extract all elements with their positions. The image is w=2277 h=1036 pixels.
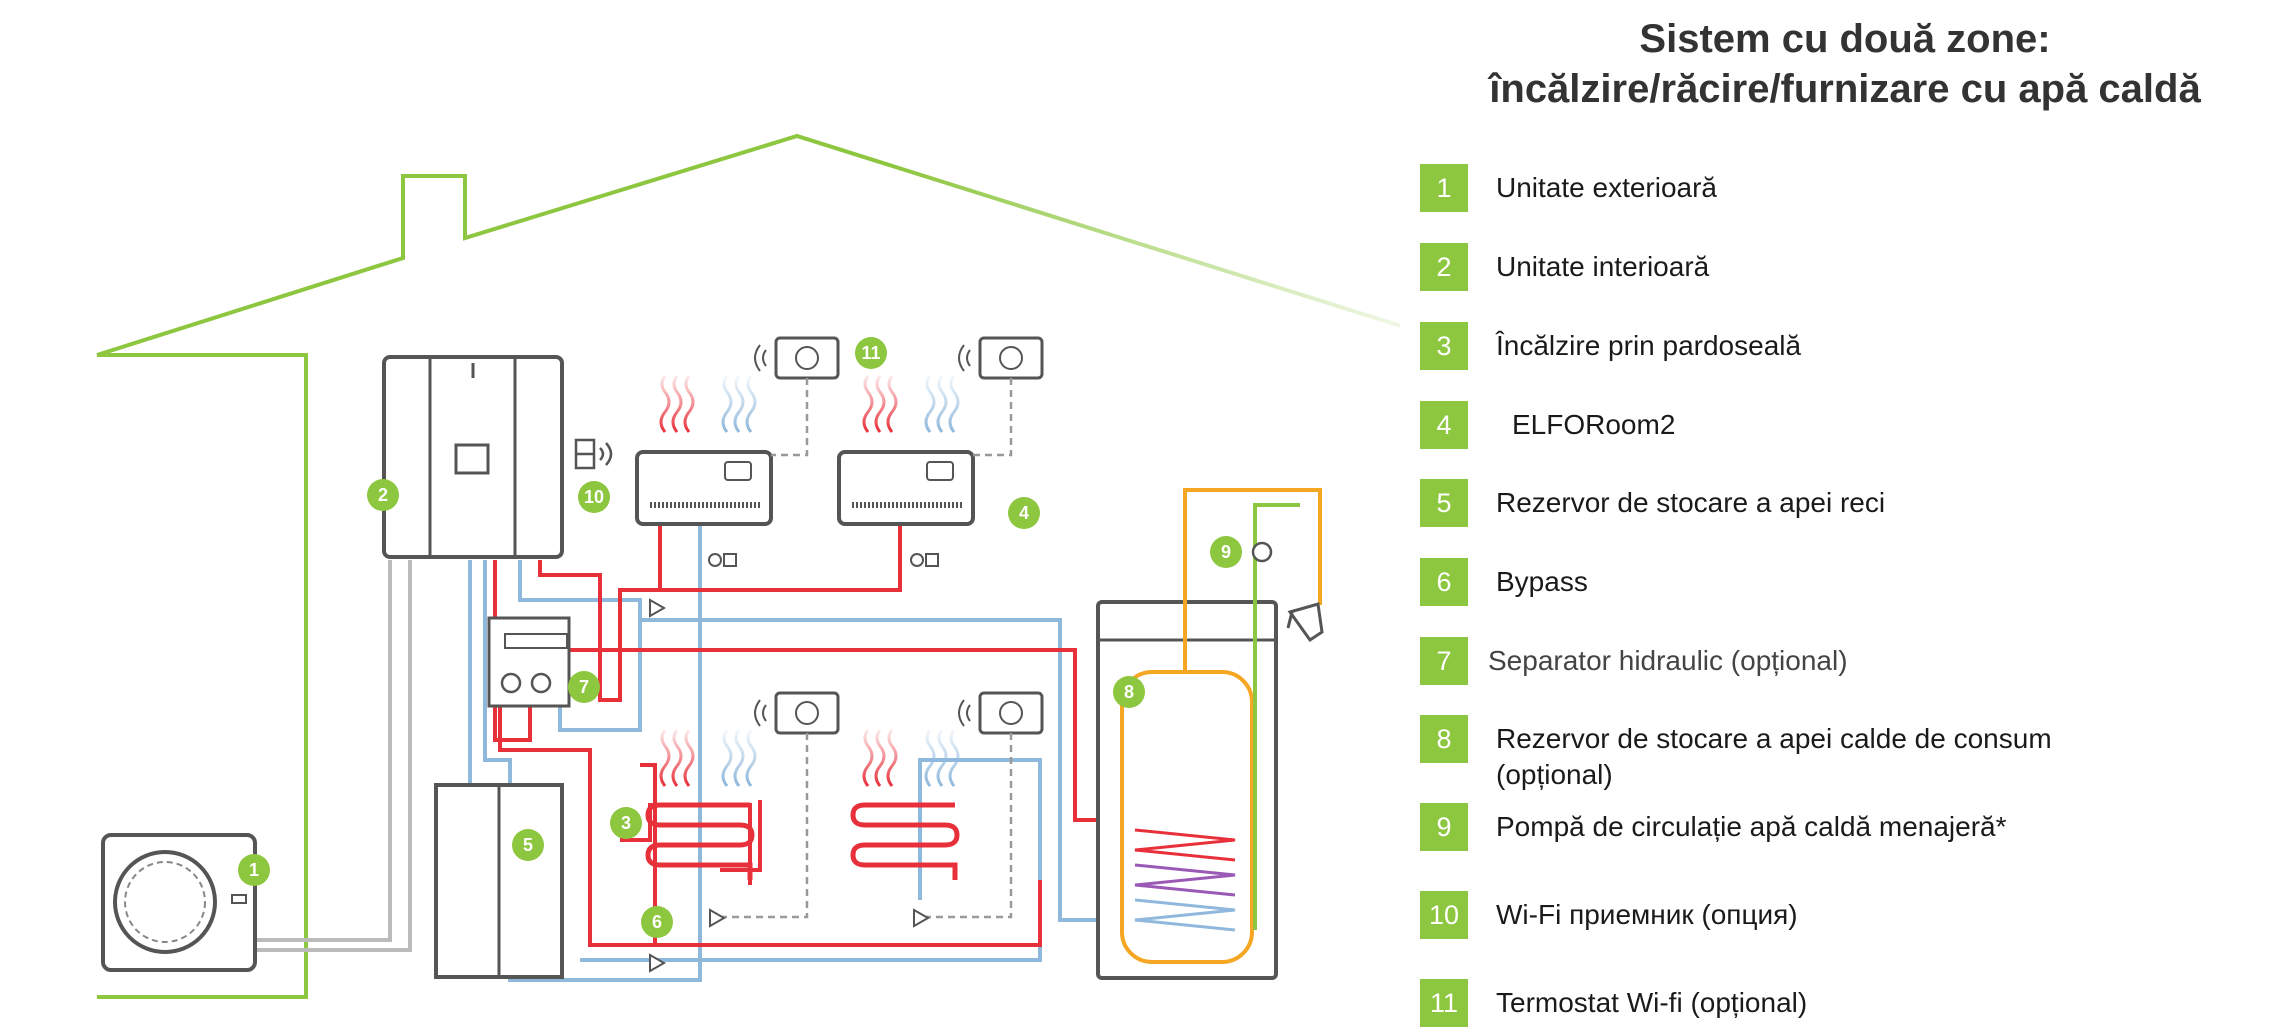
page-title: Sistem cu două zone: încălzire/răcire/fu… <box>1430 14 2260 114</box>
heat-cool-waves <box>659 375 960 787</box>
legend-item-1: 1 Unitate exterioară <box>1420 164 2056 212</box>
legend-badge: 10 <box>1420 891 1468 939</box>
fan-icon <box>113 850 217 954</box>
legend-label: Bypass <box>1496 566 1588 597</box>
legend-item-11: 11 Termostat Wi-fi (opțional) <box>1420 979 2056 1027</box>
legend-label: Separator hidraulic (opțional) <box>1488 645 1848 676</box>
pump-icon <box>500 672 522 694</box>
title-line-1: Sistem cu două zone: <box>1639 17 2051 61</box>
control-lines <box>715 378 1013 919</box>
legend-label: Unitate exterioară <box>1496 172 1718 203</box>
legend-label: Rezervor de stocare a apei reci <box>1496 487 1886 518</box>
marker-7: 7 <box>579 677 589 697</box>
title-line-2: încălzire/răcire/furnizare cu apă caldă <box>1489 67 2201 111</box>
legend-label: ELFORoom2 <box>1512 409 1676 440</box>
cylinder-coil <box>1134 828 1236 932</box>
marker-6: 6 <box>652 912 662 932</box>
legend-badge: 8 <box>1420 715 1468 763</box>
legend-badge: 9 <box>1420 803 1468 851</box>
number-markers: 1 2 3 4 5 6 7 8 9 10 11 <box>238 337 1242 938</box>
dhw-pump-icon <box>1251 541 1273 563</box>
hydraulic-separator <box>487 616 571 708</box>
marker-10: 10 <box>584 487 604 507</box>
legend-item-3: 3 Încălzire prin pardoseală <box>1420 322 2056 370</box>
indoor-unit <box>382 355 564 559</box>
marker-5: 5 <box>523 835 533 855</box>
legend-label: Termostat Wi-fi (opțional) <box>1496 987 1808 1018</box>
valve-icon <box>649 553 939 973</box>
marker-2: 2 <box>378 485 388 505</box>
wifi-thermostat-bottom-right <box>958 691 1044 735</box>
legend-badge: 6 <box>1420 558 1468 606</box>
legend-item-7: 7 Separator hidraulic (opțional) <box>1420 637 2048 685</box>
legend-badge: 5 <box>1420 479 1468 527</box>
legend-label: Unitate interioară <box>1496 251 1710 282</box>
legend-badge: 3 <box>1420 322 1468 370</box>
legend-label: Încălzire prin pardoseală <box>1496 330 1802 361</box>
legend-item-6: 6 Bypass <box>1420 558 2056 606</box>
legend-badge: 7 <box>1420 637 1468 685</box>
legend-badge: 11 <box>1420 979 1468 1027</box>
refrigerant-lines <box>255 560 412 952</box>
marker-4: 4 <box>1019 503 1029 523</box>
legend-item-9: 9 Pompă de circulație apă caldă menajeră… <box>1420 803 2056 851</box>
marker-8: 8 <box>1124 682 1134 702</box>
pump-icon <box>530 672 552 694</box>
marker-11: 11 <box>861 343 880 363</box>
legend: 1 Unitate exterioară 2 Unitate interioar… <box>1420 0 2260 1036</box>
legend-item-4: 4 ELFORoom2 <box>1420 401 2072 449</box>
fan-coil-right <box>837 450 975 526</box>
legend-badge: 2 <box>1420 243 1468 291</box>
wifi-thermostat-bottom-left <box>754 691 840 735</box>
legend-label: Pompă de circulație apă caldă menajeră* <box>1496 811 2007 842</box>
underfloor-coil-right <box>850 802 960 880</box>
cold-pipes <box>468 490 1110 982</box>
legend-badge: 1 <box>1420 164 1468 212</box>
legend-label: Rezervor de stocare a apei calde de cons… <box>1496 723 2052 790</box>
wifi-receiver-icon <box>574 438 613 470</box>
cold-storage-tank <box>434 783 564 979</box>
marker-3: 3 <box>621 813 631 833</box>
legend-item-10: 10 Wi-Fi приемник (опция) <box>1420 891 2056 939</box>
system-diagram: 1 2 3 4 5 6 7 8 9 10 11 <box>96 133 1400 999</box>
wifi-thermostat-top-left <box>754 336 840 380</box>
legend-badge: 4 <box>1420 401 1468 449</box>
fan-coil-left <box>635 450 773 526</box>
outdoor-unit <box>101 833 257 972</box>
legend-label: Wi-Fi приемник (опция) <box>1496 899 1798 930</box>
marker-1: 1 <box>249 860 259 880</box>
dhw-pipes <box>1183 488 1322 930</box>
underfloor-coil-left <box>645 802 755 880</box>
tap-icon <box>1286 602 1324 643</box>
house-outline <box>96 133 1400 999</box>
legend-item-2: 2 Unitate interioară <box>1420 243 2056 291</box>
legend-item-8: 8 Rezervor de stocare a apei calde de co… <box>1420 715 2056 793</box>
marker-9: 9 <box>1221 542 1231 562</box>
wifi-thermostat-top-right <box>958 336 1044 380</box>
legend-item-5: 5 Rezervor de stocare a apei reci <box>1420 479 2056 527</box>
